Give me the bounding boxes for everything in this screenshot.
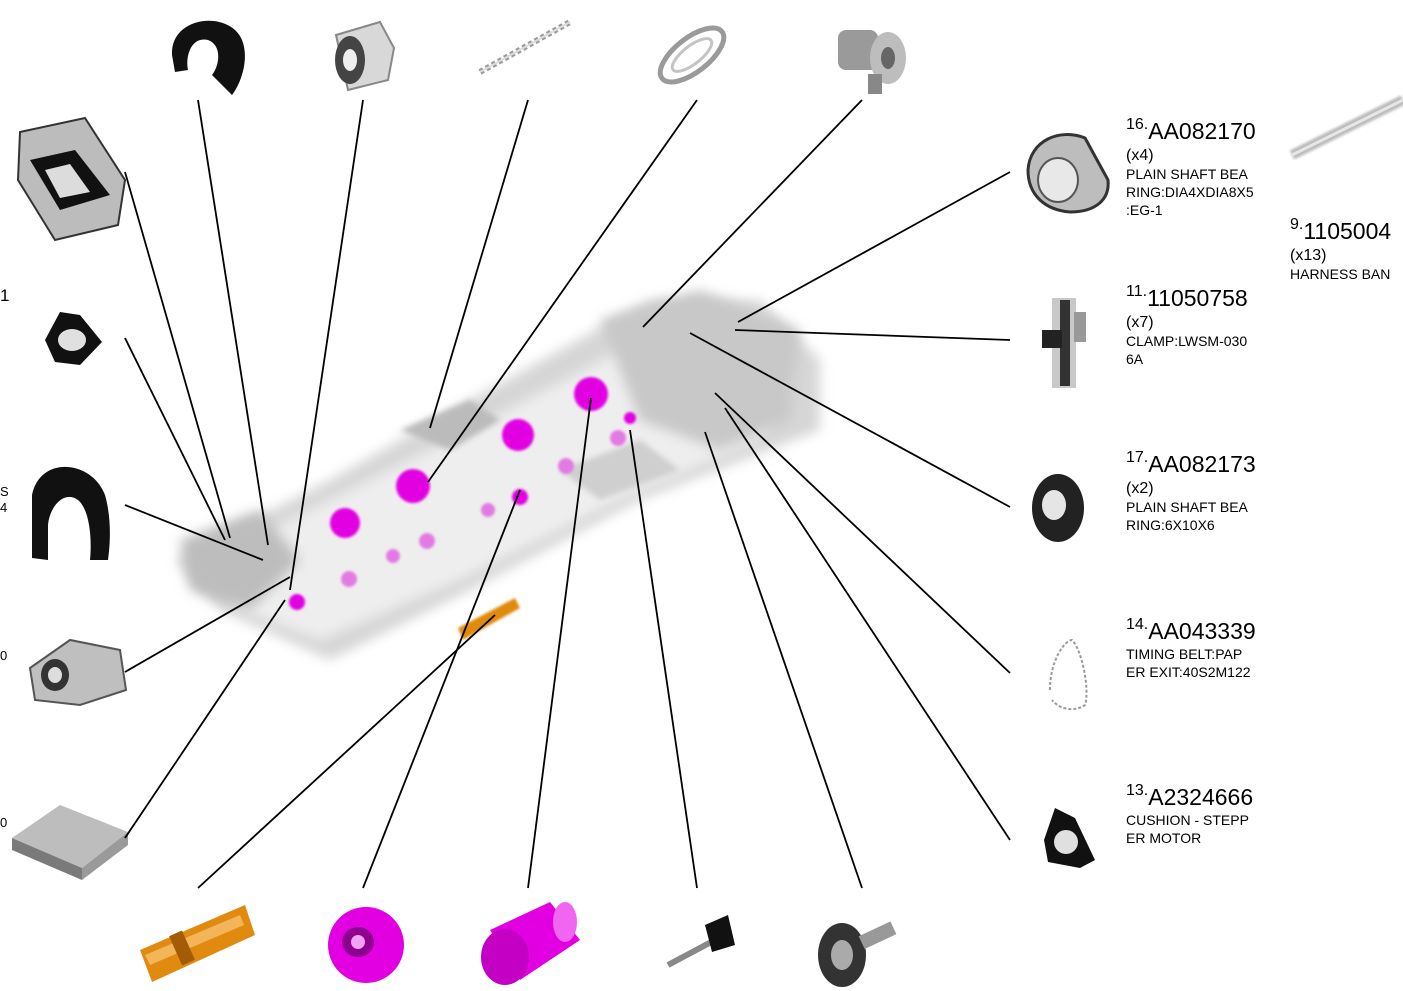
callout-13-desc-line2: ER MOTOR bbox=[1126, 830, 1202, 846]
edge-fragment-c: 4 bbox=[0, 500, 8, 515]
callout-11-quantity: (x7) bbox=[1126, 314, 1154, 331]
magenta-gear-part bbox=[328, 907, 404, 983]
callout-11-desc-line1: CLAMP:LWSM-030 bbox=[1126, 333, 1248, 349]
callout-11-part-code: 11050758 bbox=[1147, 285, 1248, 311]
callout-13-desc-line1: CUSHION - STEPP bbox=[1126, 812, 1249, 828]
callout-11-desc-line2: 6A bbox=[1126, 351, 1144, 367]
callout-17-desc-line1: PLAIN SHAFT BEA bbox=[1126, 499, 1248, 515]
callout-17-quantity: (x2) bbox=[1126, 480, 1154, 497]
callout-9-number: 9. bbox=[1290, 218, 1304, 233]
cushion-13-part bbox=[1044, 808, 1095, 868]
callout-16-desc-line3: :EG-1 bbox=[1126, 202, 1163, 218]
bearing-16-part bbox=[1026, 133, 1110, 214]
bearing-17-part bbox=[1032, 474, 1084, 542]
bracket-left bbox=[16, 116, 127, 242]
block-left bbox=[28, 638, 128, 707]
orange-shaft-part bbox=[140, 905, 255, 982]
callout-14-part-code: AA043339 bbox=[1148, 618, 1256, 644]
orange-shaft-in-assembly bbox=[458, 598, 520, 640]
callout-16-desc-line2: RING:DIA4XDIA8X5 bbox=[1126, 184, 1254, 200]
callout-11: 11.11050758 (x7) CLAMP:LWSM-030 6A bbox=[1126, 283, 1248, 368]
callout-9: 9.1105004 (x13) HARNESS BAN bbox=[1290, 218, 1403, 283]
callout-14-desc-line2: ER EXIT:40S2M122 bbox=[1126, 664, 1251, 680]
callout-11-number: 11. bbox=[1126, 283, 1148, 300]
gear-bottom-part bbox=[818, 921, 897, 987]
c-clip-left bbox=[32, 466, 110, 560]
magenta-roller-part bbox=[481, 902, 580, 985]
c-clip-top bbox=[171, 20, 245, 95]
harness-band-9-part bbox=[1289, 95, 1403, 160]
leader-lines bbox=[124, 99, 1011, 889]
callout-17: 17.AA082173 (x2) PLAIN SHAFT BEA RING:6X… bbox=[1126, 449, 1256, 534]
callout-16-quantity: (x4) bbox=[1126, 147, 1154, 164]
callout-14-desc-line1: TIMING BELT:PAP bbox=[1126, 646, 1243, 662]
callout-13: 13.A2324666 CUSHION - STEPP ER MOTOR bbox=[1126, 782, 1254, 847]
callout-17-part-code: AA082173 bbox=[1148, 451, 1256, 477]
callout-13-number: 13. bbox=[1126, 782, 1149, 799]
callout-17-desc-line2: RING:6X10X6 bbox=[1126, 517, 1215, 533]
pulley-top bbox=[838, 30, 906, 94]
assembly-body bbox=[175, 290, 820, 660]
callout-13-part-code: A2324666 bbox=[1148, 784, 1254, 810]
callout-16-number: 16. bbox=[1126, 116, 1149, 133]
callout-14-number: 14. bbox=[1126, 616, 1149, 633]
magenta-rollers bbox=[289, 377, 636, 610]
callout-9-desc-line1: HARNESS BAN bbox=[1290, 266, 1391, 282]
callout-9-part-code: 1105004 bbox=[1303, 218, 1392, 244]
callout-16-desc-line1: PLAIN SHAFT BEA bbox=[1126, 166, 1248, 182]
callout-16: 16.AA082170 (x4) PLAIN SHAFT BEA RING:DI… bbox=[1126, 116, 1256, 219]
callout-14: 14.AA043339 TIMING BELT:PAP ER EXIT:40S2… bbox=[1126, 616, 1256, 681]
callout-16-part-code: AA082170 bbox=[1148, 118, 1256, 144]
shaft-top bbox=[478, 19, 572, 75]
clamp-11-part bbox=[1042, 298, 1086, 388]
callout-9-quantity: (x13) bbox=[1290, 247, 1327, 264]
callout-17-number: 17. bbox=[1126, 449, 1149, 466]
spring-top bbox=[657, 25, 727, 85]
pin-part bbox=[666, 915, 735, 968]
edge-fragment-a: 1 bbox=[0, 286, 10, 305]
bearing-top bbox=[334, 20, 396, 92]
edge-fragment-d: 0 bbox=[0, 648, 8, 663]
cushion-left bbox=[45, 312, 102, 365]
edge-fragment-b: S bbox=[0, 484, 9, 499]
belt-14-part bbox=[1049, 638, 1088, 711]
edge-fragment-e: 0 bbox=[0, 815, 8, 830]
pad-left bbox=[12, 805, 128, 880]
